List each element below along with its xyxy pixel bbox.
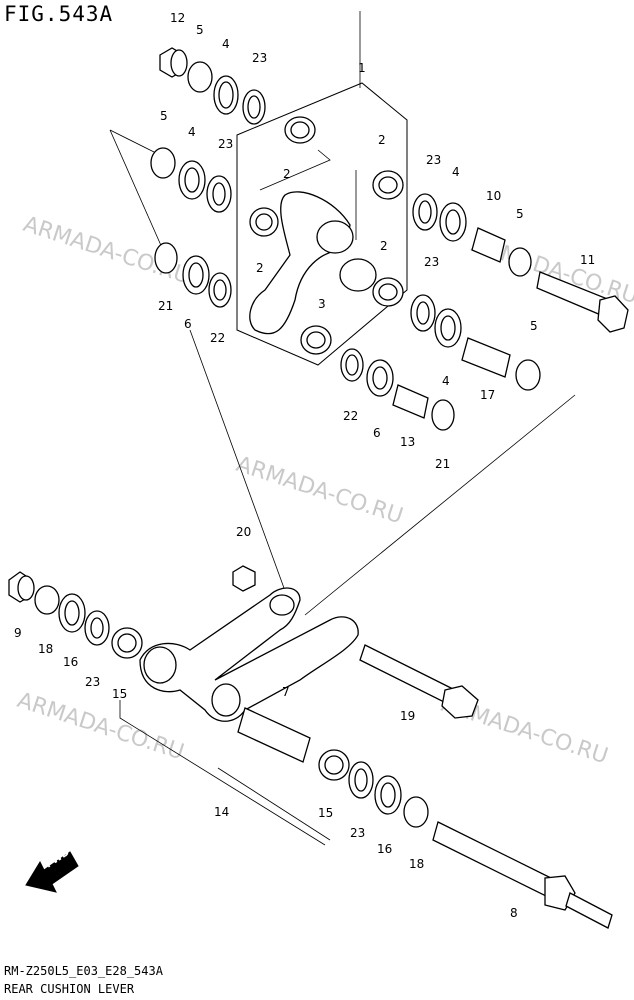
- callout-23: 23: [85, 675, 100, 689]
- callout-2: 2: [283, 167, 291, 181]
- callout-7: 7: [282, 685, 290, 699]
- leader-lines: [109, 11, 576, 846]
- lever-body: [139, 587, 359, 722]
- callout-10: 10: [486, 189, 501, 203]
- parts-right-lower: [340, 294, 541, 431]
- callout-12: 12: [170, 11, 185, 25]
- callout-23: 23: [252, 51, 267, 65]
- parts-right-upper: [412, 193, 629, 333]
- collar-5c: [508, 247, 532, 277]
- nut-20: [232, 565, 256, 592]
- callout-8: 8: [510, 906, 518, 920]
- callout-3: 3: [318, 297, 326, 311]
- parts-top-left: [150, 47, 266, 308]
- callout-5: 5: [530, 319, 538, 333]
- bolt-11-head: [597, 295, 629, 333]
- fwd-arrow: FWD: [25, 847, 79, 893]
- figure-title: FIG.543A: [4, 2, 114, 26]
- callout-4: 4: [442, 374, 450, 388]
- collar-18b: [403, 796, 429, 828]
- cushion-rod-1: [249, 116, 404, 355]
- figure-name: REAR CUSHION LEVER: [4, 982, 135, 996]
- watermark-2: ARMADA-CO.RU: [233, 452, 406, 529]
- cap-21: [154, 242, 178, 274]
- callout-15: 15: [318, 806, 333, 820]
- watermark-3: ARMADA-CO.RU: [14, 688, 187, 765]
- collar-18: [34, 585, 60, 615]
- callout-15: 15: [112, 687, 127, 701]
- bolt-8: [432, 821, 556, 899]
- callout-5: 5: [160, 109, 168, 123]
- spacer-7: [237, 707, 311, 763]
- bolt-19: [359, 644, 456, 706]
- callout-2: 2: [378, 133, 386, 147]
- callout-1: 1: [358, 61, 366, 75]
- callout-22: 22: [343, 409, 358, 423]
- cushion-lever-14: [8, 565, 429, 828]
- callout-14: 14: [214, 805, 229, 819]
- callout-5: 5: [516, 207, 524, 221]
- callout-20: 20: [236, 525, 251, 539]
- callout-23: 23: [424, 255, 439, 269]
- callout-16: 16: [377, 842, 392, 856]
- callout-6: 6: [184, 317, 192, 331]
- callout-19: 19: [400, 709, 415, 723]
- callout-13: 13: [400, 435, 415, 449]
- callout-23: 23: [350, 826, 365, 840]
- callout-11: 11: [580, 253, 595, 267]
- callout-4: 4: [452, 165, 460, 179]
- callout-4: 4: [222, 37, 230, 51]
- collar-5: [187, 61, 213, 93]
- callout-6: 6: [373, 426, 381, 440]
- watermarks: ARMADA-CO.RU ARMADA-CO.RU ARMADA-CO.RU A…: [14, 212, 634, 769]
- callout-22: 22: [210, 331, 225, 345]
- callout-18: 18: [409, 857, 424, 871]
- bolts: [359, 644, 613, 929]
- callout-16: 16: [63, 655, 78, 669]
- collar-5b: [150, 147, 176, 179]
- spacer-13: [392, 384, 429, 419]
- callout-9: 9: [14, 626, 22, 640]
- callout-2: 2: [256, 261, 264, 275]
- callout-17: 17: [480, 388, 495, 402]
- nut-12-face: [170, 49, 188, 77]
- cap-21b: [431, 399, 455, 431]
- callout-21: 21: [435, 457, 450, 471]
- collar-5d: [515, 359, 541, 391]
- bolt-19-head: [441, 685, 479, 719]
- callout-23: 23: [426, 153, 441, 167]
- spacer-10: [471, 227, 506, 263]
- callout-18: 18: [38, 642, 53, 656]
- spacer-17: [461, 337, 511, 378]
- bolt-8-end: [565, 892, 613, 929]
- callout-23: 23: [218, 137, 233, 151]
- figure-code: RM-Z250L5_E03_E28_543A: [4, 964, 163, 978]
- callout-5: 5: [196, 23, 204, 37]
- callout-21: 21: [158, 299, 173, 313]
- callout-4: 4: [188, 125, 196, 139]
- assembly-outline: [236, 82, 408, 366]
- callout-2: 2: [380, 239, 388, 253]
